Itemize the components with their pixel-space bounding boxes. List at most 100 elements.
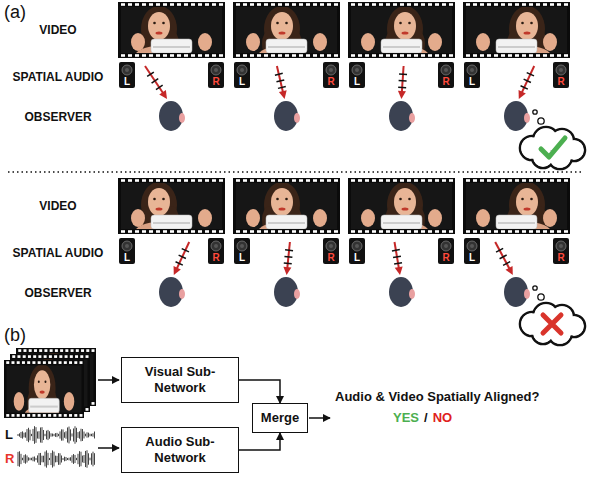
microphone <box>151 39 192 53</box>
speaker-cone <box>470 68 474 72</box>
sprocket-hole <box>442 54 446 57</box>
video-picture <box>466 7 567 53</box>
speaker-icon <box>234 62 250 88</box>
observer-ear <box>524 113 530 123</box>
sprocket-hole <box>177 3 181 6</box>
sprocket-hole <box>421 3 425 6</box>
sprocket-hole <box>435 230 439 233</box>
hand <box>131 209 145 227</box>
arrowhead <box>174 266 181 275</box>
hatch-mark <box>276 80 284 82</box>
lips <box>156 31 163 34</box>
eye <box>153 22 156 25</box>
sprocket-hole <box>365 230 369 233</box>
hatch-mark <box>284 262 292 264</box>
waveform <box>33 429 34 441</box>
video-picture <box>466 183 567 229</box>
sprocket-hole <box>501 179 505 182</box>
eye <box>530 22 533 25</box>
sprocket-hole <box>543 230 547 233</box>
sprocket-hole <box>53 361 56 364</box>
sprocket-hole <box>219 54 223 57</box>
eye <box>276 198 279 201</box>
sprocket-hole <box>27 414 30 417</box>
sprocket-hole <box>49 355 52 358</box>
eye <box>285 198 288 201</box>
microphone <box>381 39 422 53</box>
hand <box>131 33 145 51</box>
waveform <box>93 452 94 467</box>
sprocket-hole <box>53 414 56 417</box>
waveform <box>60 453 61 464</box>
sprocket-hole <box>299 179 303 182</box>
face <box>148 188 170 216</box>
sprocket-hole <box>149 3 153 6</box>
picture-ground <box>121 7 222 53</box>
eye <box>276 22 279 25</box>
sprocket-hole <box>191 179 195 182</box>
sprocket-hole <box>494 230 498 233</box>
microphone-detail <box>30 406 58 408</box>
waveform <box>88 453 89 464</box>
speaker-cone <box>240 244 244 248</box>
sprocket-hole <box>442 179 446 182</box>
face <box>34 370 50 399</box>
sprocket-hole <box>414 179 418 182</box>
sprocket-hole <box>32 361 35 364</box>
hatch-mark <box>527 73 534 76</box>
waveform <box>90 458 91 461</box>
sprocket-hole <box>421 230 425 233</box>
waveform <box>37 455 38 462</box>
waveform <box>19 433 20 436</box>
film-strip <box>463 2 570 58</box>
waveform <box>94 453 95 465</box>
waveform <box>76 458 77 460</box>
microphone-detail <box>498 46 535 48</box>
sprocket-hole <box>64 414 67 417</box>
waveform <box>49 431 50 438</box>
sprocket-hole <box>529 3 533 6</box>
waveform <box>94 432 95 439</box>
hatch-mark <box>147 72 154 76</box>
sprocket-hole <box>550 3 554 6</box>
sprocket-hole <box>351 3 355 6</box>
waveform <box>85 434 86 437</box>
panel-letter: (b) <box>4 326 26 346</box>
separator <box>8 171 582 173</box>
sprocket-hole <box>142 230 146 233</box>
sprocket-hole <box>435 179 439 182</box>
channel-letter: R <box>5 452 14 466</box>
waveform <box>45 452 46 467</box>
check-mark <box>541 138 565 157</box>
waveform <box>55 456 56 463</box>
sprocket-hole <box>449 179 453 182</box>
waveform <box>19 451 20 466</box>
sprocket-hole <box>292 230 296 233</box>
speaker-icon <box>438 238 454 264</box>
row-label: VIDEO <box>3 24 113 37</box>
sound-direction-arrow <box>395 242 400 269</box>
speaker-icon <box>119 62 135 88</box>
sprocket-hole <box>299 54 303 57</box>
sprocket-hole <box>257 3 261 6</box>
microphone <box>151 215 192 229</box>
sprocket-hole <box>306 3 310 6</box>
sprocket-hole <box>501 230 505 233</box>
speaker-cone <box>214 244 218 248</box>
channel-letter: L <box>234 76 250 87</box>
speaker-cone <box>211 65 221 75</box>
video-frame <box>348 2 455 66</box>
sprocket-hole <box>32 414 35 417</box>
sprocket-hole <box>320 179 324 182</box>
hatch-mark <box>285 249 293 251</box>
waveform <box>69 427 70 444</box>
hand <box>476 33 490 51</box>
sprocket-hole <box>170 230 174 233</box>
hand <box>361 209 375 227</box>
lips <box>524 207 531 210</box>
sprocket-hole <box>80 355 83 358</box>
waveform <box>93 433 94 436</box>
hatch-mark <box>179 255 186 258</box>
sprocket-hole <box>11 361 14 364</box>
sprocket-hole <box>44 349 47 352</box>
